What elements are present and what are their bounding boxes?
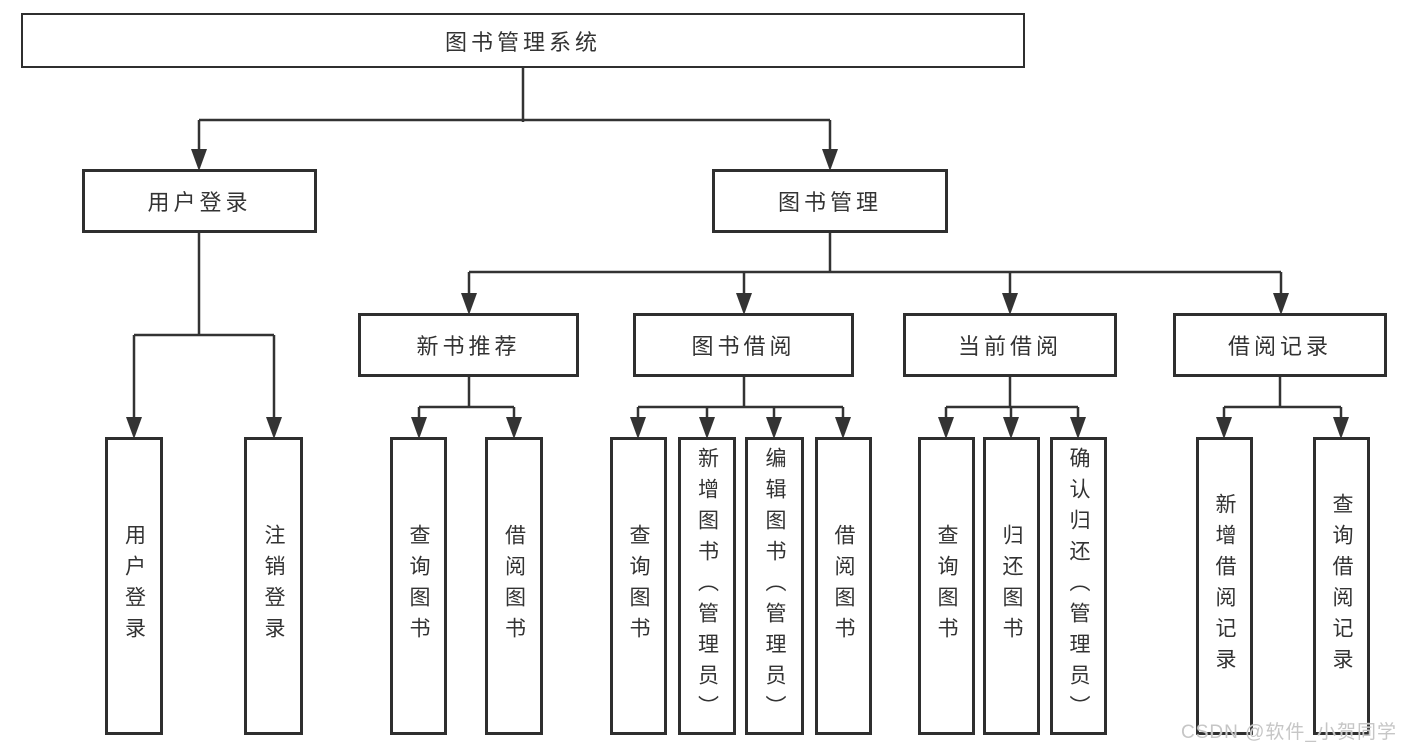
- node-book-management: 图书管理: [712, 169, 948, 233]
- node-user-login-label: 用户登录: [147, 190, 252, 215]
- node-borrow-record: 借阅记录: [1173, 313, 1387, 377]
- leaf-record-query: 查询借阅记录: [1313, 437, 1370, 735]
- leaf-newbook-borrow-label: 借阅图书: [502, 524, 526, 648]
- leaf-borrow-add-label: 新增图书（管理员）: [695, 446, 719, 726]
- node-book-management-label: 图书管理: [777, 190, 882, 215]
- node-new-book-recommend: 新书推荐: [358, 313, 579, 377]
- leaf-current-query-label: 查询图书: [935, 524, 958, 648]
- leaf-record-add: 新增借阅记录: [1196, 437, 1253, 735]
- leaf-borrow-query: 查询图书: [610, 437, 667, 735]
- node-current-borrow: 当前借阅: [903, 313, 1117, 377]
- leaf-borrow-query-label: 查询图书: [627, 524, 650, 648]
- leaf-borrow-borrow: 借阅图书: [815, 437, 872, 735]
- leaf-borrow-add: 新增图书（管理员）: [678, 437, 736, 735]
- leaf-current-confirm: 确认归还（管理员）: [1050, 437, 1107, 735]
- node-book-borrow: 图书借阅: [633, 313, 854, 377]
- leaf-current-return: 归还图书: [983, 437, 1040, 735]
- leaf-borrow-edit: 编辑图书（管理员）: [745, 437, 804, 735]
- node-new-book-recommend-label: 新书推荐: [416, 334, 521, 359]
- leaf-record-add-label: 新增借阅记录: [1213, 493, 1236, 679]
- leaf-newbook-borrow: 借阅图书: [485, 437, 543, 735]
- leaf-user-login: 用户登录: [105, 437, 163, 735]
- leaf-current-return-label: 归还图书: [1000, 524, 1023, 648]
- leaf-newbook-query-label: 查询图书: [407, 524, 430, 648]
- leaf-borrow-edit-label: 编辑图书（管理员）: [763, 446, 786, 726]
- node-user-login: 用户登录: [82, 169, 317, 233]
- leaf-logout-label: 注销登录: [262, 524, 285, 648]
- leaf-borrow-borrow-label: 借阅图书: [832, 524, 855, 648]
- node-book-borrow-label: 图书借阅: [691, 334, 796, 359]
- leaf-record-query-label: 查询借阅记录: [1330, 493, 1353, 679]
- leaf-logout: 注销登录: [244, 437, 303, 735]
- node-current-borrow-label: 当前借阅: [957, 334, 1062, 359]
- csdn-watermark: CSDN @软件_小贺同学: [1181, 722, 1397, 743]
- leaf-current-confirm-label: 确认归还（管理员）: [1067, 446, 1090, 726]
- node-borrow-record-label: 借阅记录: [1227, 334, 1332, 359]
- leaf-user-login-label: 用户登录: [122, 524, 146, 648]
- leaf-current-query: 查询图书: [918, 437, 975, 735]
- node-root-label: 图书管理系统: [444, 29, 601, 55]
- node-root-system: 图书管理系统: [21, 13, 1025, 68]
- leaf-newbook-query: 查询图书: [390, 437, 447, 735]
